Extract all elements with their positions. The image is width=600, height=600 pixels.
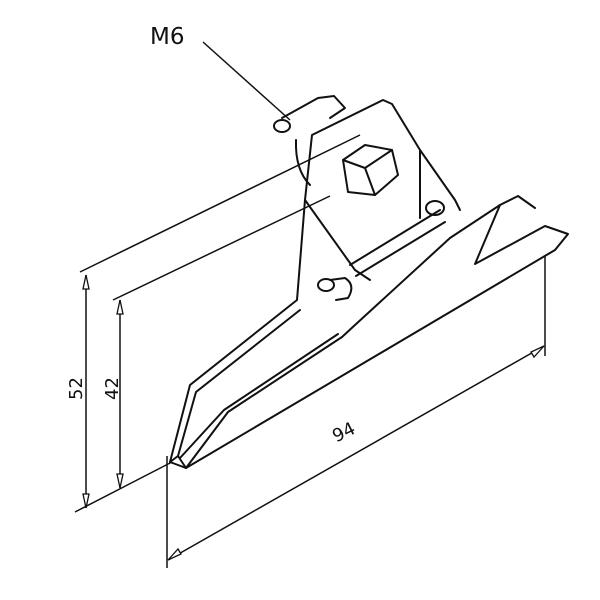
left-arm-inner bbox=[177, 309, 301, 457]
thread-size-label: M6 bbox=[150, 24, 185, 50]
clip-end bbox=[273, 119, 291, 133]
right-arm-inner bbox=[179, 333, 339, 459]
arrow-icon bbox=[116, 299, 124, 315]
outer-height-dimension-label: 52 bbox=[66, 377, 87, 400]
arrow-icon bbox=[167, 547, 182, 561]
clip-curve bbox=[294, 139, 311, 186]
hex-bolt-faces bbox=[342, 149, 393, 196]
right-arm-outer bbox=[185, 204, 501, 469]
pin bbox=[317, 278, 335, 292]
clip-top bbox=[281, 95, 346, 119]
base-plate-outline bbox=[169, 195, 569, 469]
arrow-icon bbox=[530, 345, 545, 359]
extension-line-52-bottom bbox=[74, 461, 173, 513]
rod-end bbox=[425, 200, 445, 216]
extension-line-52-top bbox=[79, 134, 361, 273]
arrow-icon bbox=[82, 274, 90, 290]
left-arm-outer bbox=[169, 199, 306, 463]
plate-diagonal bbox=[304, 199, 371, 281]
pin-washer bbox=[329, 277, 353, 301]
dimension-line-94 bbox=[167, 345, 545, 561]
inner-height-dimension-label: 42 bbox=[102, 377, 123, 400]
arrow-icon bbox=[82, 493, 90, 509]
rod bbox=[349, 209, 446, 277]
arrow-icon bbox=[116, 473, 124, 489]
hex-bolt bbox=[342, 144, 399, 196]
extension-line-42-top bbox=[112, 195, 331, 301]
upper-plate-outline bbox=[304, 99, 421, 219]
plate-right-edge bbox=[419, 149, 461, 211]
m6-leader-line bbox=[202, 41, 291, 121]
